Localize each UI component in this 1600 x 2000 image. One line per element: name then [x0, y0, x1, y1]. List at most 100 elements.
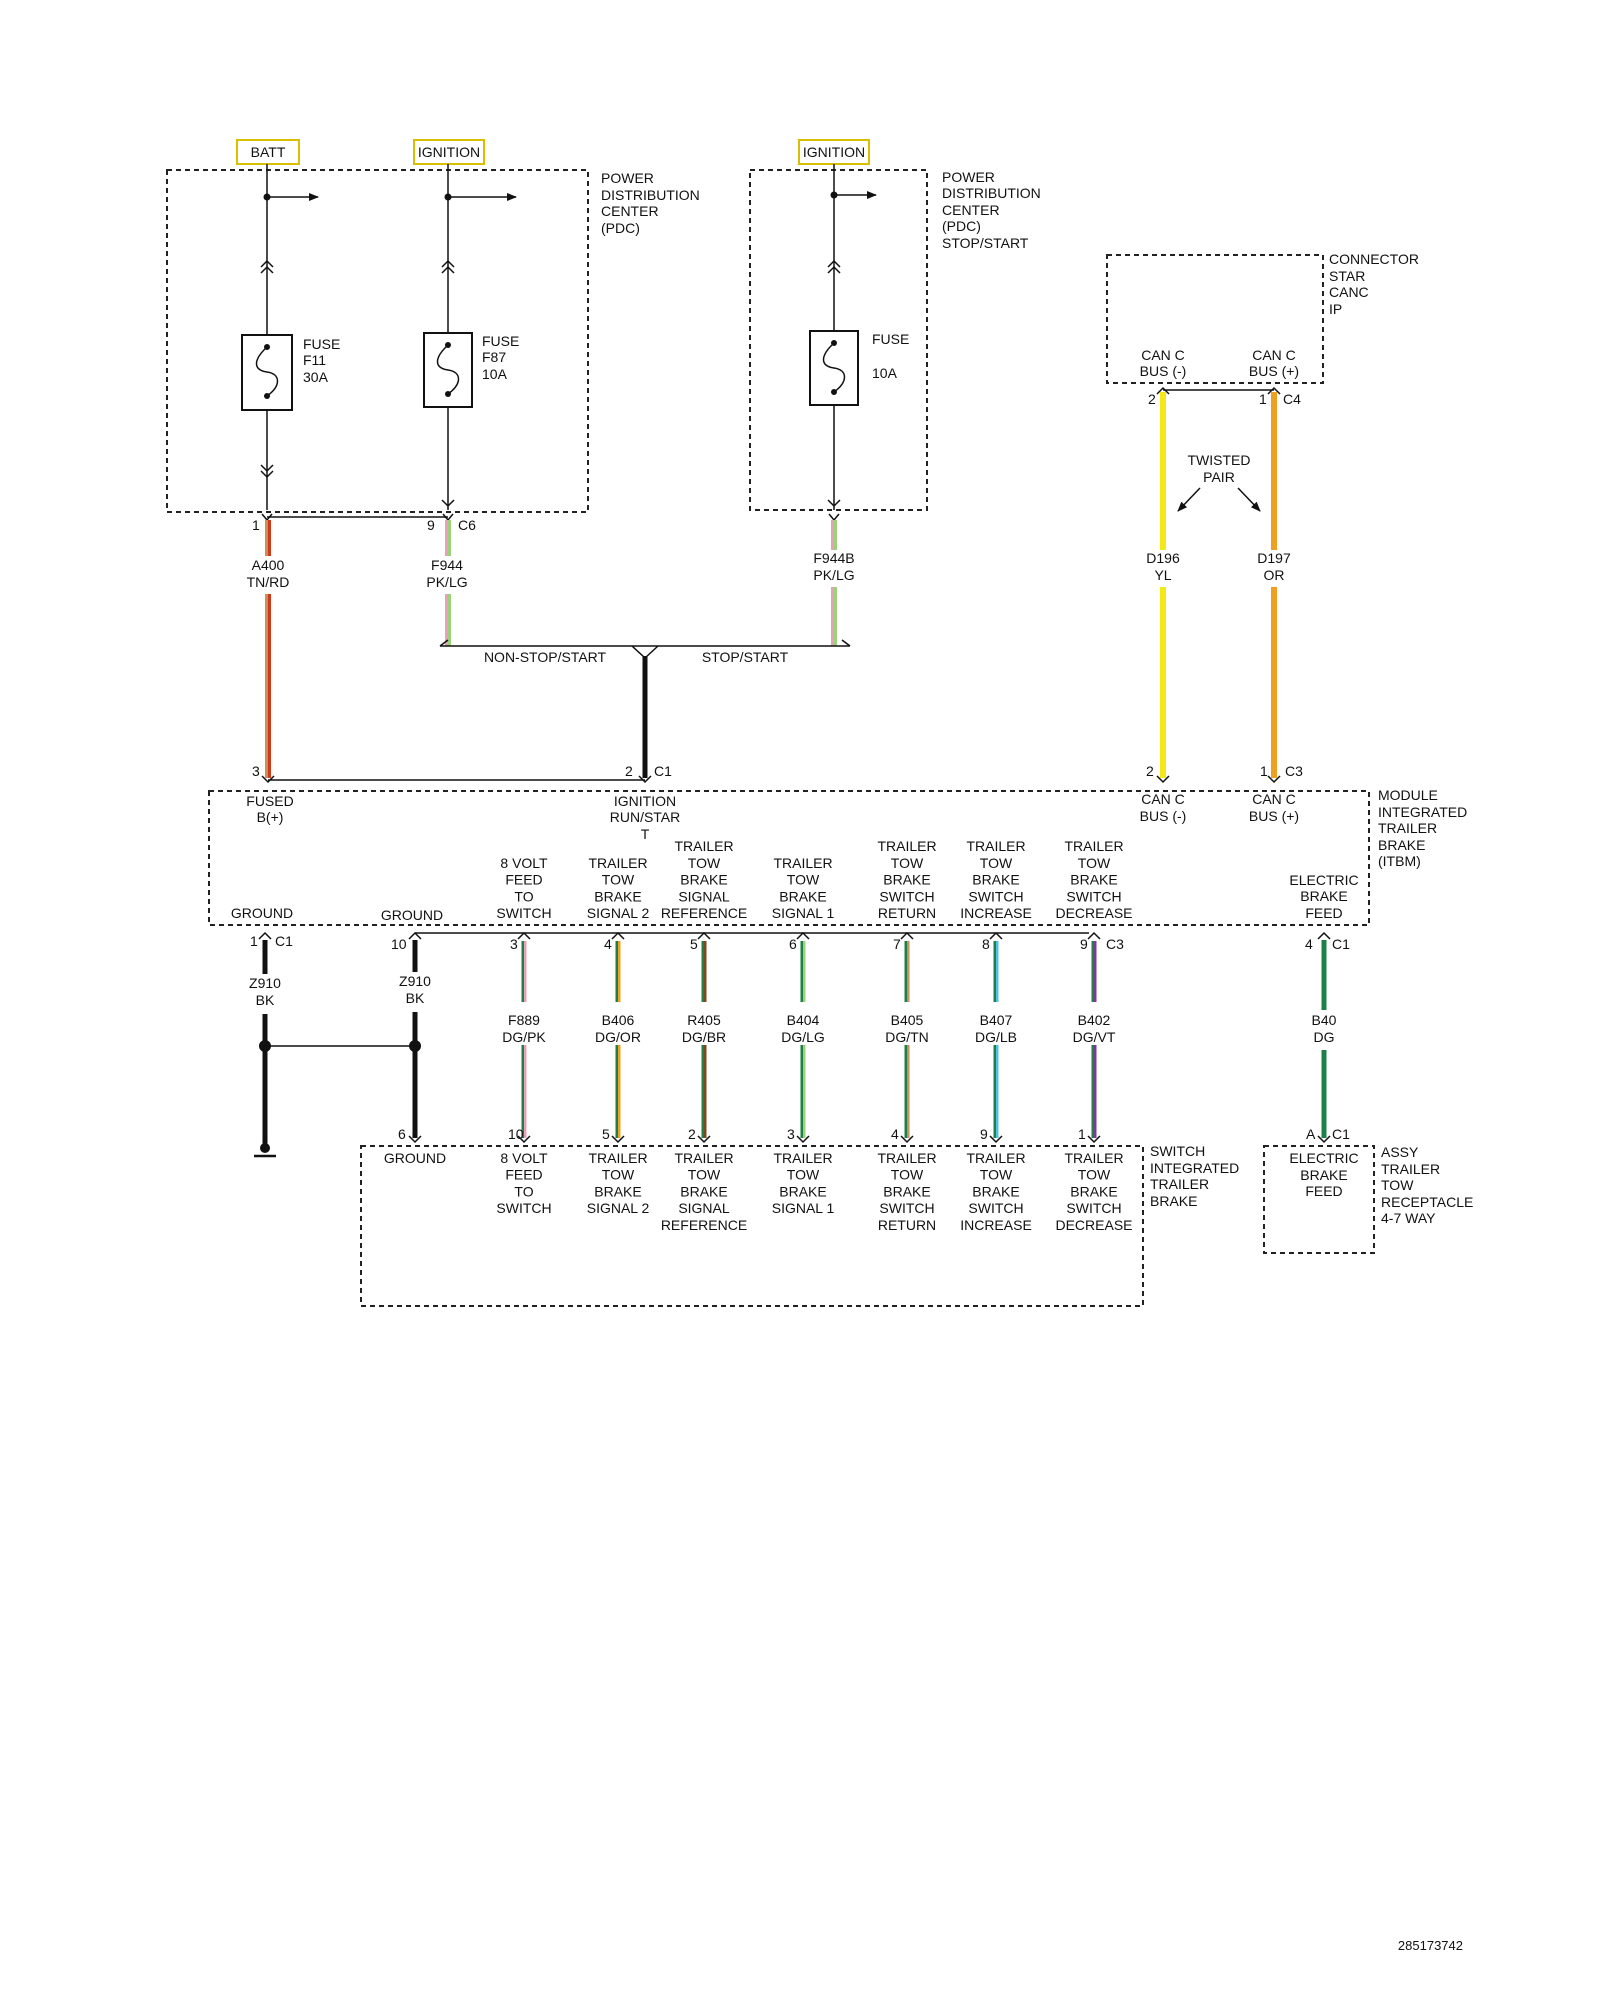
itbm-module-box: [208, 790, 1370, 926]
svg-text:PK/LG: PK/LG: [813, 567, 854, 583]
svg-text:TOW: TOW: [688, 855, 721, 871]
switch-pin-10: 10: [508, 1126, 524, 1142]
receptacle-electric-brake-feed: ELECTRIC BRAKE FEED: [1289, 1150, 1358, 1199]
svg-text:BRAKE: BRAKE: [1070, 872, 1117, 888]
svg-text:A400: A400: [252, 557, 285, 573]
svg-text:TWISTED: TWISTED: [1188, 452, 1251, 468]
svg-text:B(+): B(+): [257, 809, 284, 825]
svg-text:TRAILER: TRAILER: [877, 1150, 936, 1166]
svg-text:DG/BR: DG/BR: [682, 1029, 726, 1045]
ground-conn-c1: C1: [275, 933, 293, 949]
pdc-stop-start-label: POWER DISTRIBUTION CENTER (PDC) STOP/STA…: [942, 169, 1041, 251]
svg-text:RETURN: RETURN: [878, 1217, 936, 1233]
svg-text:TOW: TOW: [980, 855, 1013, 871]
itbm-c3-pin-5: 5: [690, 936, 698, 952]
itbm-label: MODULE INTEGRATED TRAILER BRAKE (ITBM): [1378, 787, 1467, 869]
wire-b405: [904, 941, 910, 1002]
svg-text:INCREASE: INCREASE: [960, 1217, 1032, 1233]
switch-pin-fork-7: [1087, 1135, 1101, 1144]
svg-text:FEED: FEED: [505, 1167, 542, 1183]
svg-text:PK/LG: PK/LG: [426, 574, 467, 590]
wire-b407: [993, 941, 999, 1002]
star-connector-label: CONNECTOR STAR CANC IP: [1329, 251, 1419, 317]
itbm-pin-2: 2: [625, 763, 633, 779]
svg-text:STAR: STAR: [1329, 268, 1365, 284]
fuse-10a-label: FUSE 10A: [872, 331, 909, 381]
wire-f944-lower: [445, 594, 451, 646]
itbm-c3-pin-8: 8: [982, 936, 990, 952]
switch-ground: GROUND: [384, 1150, 446, 1166]
switch-pin-fork-5: [900, 1135, 914, 1144]
itbm-conn-c3-lower: C3: [1106, 936, 1124, 952]
itbm-electric-brake-feed: ELECTRIC BRAKE FEED: [1289, 872, 1358, 921]
svg-text:TO: TO: [514, 1183, 533, 1199]
c6-conn: C6: [458, 517, 476, 533]
svg-text:B406: B406: [602, 1012, 635, 1028]
receptacle-conn-c1: C1: [1332, 1126, 1350, 1142]
svg-text:DG/LG: DG/LG: [781, 1029, 825, 1045]
itbm-ground-1: GROUND: [231, 905, 293, 921]
svg-text:SWITCH: SWITCH: [496, 1200, 551, 1216]
svg-text:TO: TO: [514, 888, 533, 904]
svg-text:BRAKE: BRAKE: [680, 872, 727, 888]
svg-text:TRAILER: TRAILER: [1378, 820, 1437, 836]
svg-text:BRAKE: BRAKE: [779, 1183, 826, 1199]
switch-pin-9: 9: [980, 1126, 988, 1142]
svg-text:BUS (+): BUS (+): [1249, 808, 1299, 824]
svg-text:DISTRIBUTION: DISTRIBUTION: [942, 185, 1041, 201]
svg-text:IGNITION: IGNITION: [614, 793, 676, 809]
svg-text:TRAILER: TRAILER: [588, 855, 647, 871]
wire-b406: [615, 941, 621, 1002]
itbm-pin-fork-7: [1087, 931, 1101, 940]
itbm-function-labels: 8 VOLTFEEDTOSWITCHTRAILERTOWBRAKESIGNAL …: [496, 838, 1132, 921]
svg-text:BRAKE: BRAKE: [1300, 1167, 1347, 1183]
lower-wires: 3F889DG/PK104B406DG/OR55R405DG/BR26B404D…: [502, 931, 1116, 1144]
svg-text:10A: 10A: [482, 366, 508, 382]
itbm-pin-fork-4: [796, 931, 810, 940]
b40-conn-c1: C1: [1332, 936, 1350, 952]
ignition-source-label-1: IGNITION: [418, 144, 480, 160]
svg-text:BRAKE: BRAKE: [883, 872, 930, 888]
batt-source-label: BATT: [251, 144, 286, 160]
itbm-pin-fork-3: [697, 931, 711, 940]
svg-text:FUSE: FUSE: [872, 331, 909, 347]
itbm-conn-c1: C1: [654, 763, 672, 779]
svg-text:SIGNAL 2: SIGNAL 2: [587, 905, 650, 921]
svg-text:SWITCH: SWITCH: [1066, 888, 1121, 904]
receptacle-pin-a: A: [1306, 1126, 1316, 1142]
svg-text:POWER: POWER: [601, 170, 654, 186]
svg-text:D197: D197: [1257, 550, 1291, 566]
trailer-tow-receptacle-box: [1263, 1145, 1375, 1254]
twisted-pair-label: TWISTED PAIR: [1188, 452, 1251, 485]
receptacle-label: ASSY TRAILER TOW RECEPTACLE 4-7 WAY: [1381, 1144, 1473, 1226]
receptacle-pin-fork: [1317, 1135, 1331, 1144]
splice-stop-start: STOP/START: [702, 649, 789, 665]
svg-text:TRAILER: TRAILER: [1064, 838, 1123, 854]
svg-text:OR: OR: [1264, 567, 1285, 583]
ground-wire-z910-2-label: Z910 BK: [390, 972, 442, 1012]
switch-pin-1: 1: [1078, 1126, 1086, 1142]
svg-text:INTEGRATED: INTEGRATED: [1150, 1160, 1239, 1176]
svg-text:TRAILER: TRAILER: [1064, 1150, 1123, 1166]
svg-text:TOW: TOW: [1078, 1167, 1111, 1183]
document-id: 285173742: [1398, 1938, 1463, 1953]
b40-pin-fork: [1317, 931, 1331, 940]
svg-text:F944B: F944B: [813, 550, 854, 566]
svg-text:BRAKE: BRAKE: [972, 872, 1019, 888]
svg-text:BRAKE: BRAKE: [883, 1183, 930, 1199]
svg-text:YL: YL: [1154, 567, 1171, 583]
svg-text:BRAKE: BRAKE: [680, 1183, 727, 1199]
svg-text:SWITCH: SWITCH: [968, 1200, 1023, 1216]
wire-f944b-label: F944B PK/LG: [813, 550, 854, 583]
fuse-f87-circuit: [423, 164, 517, 510]
svg-text:ELECTRIC: ELECTRIC: [1289, 1150, 1358, 1166]
